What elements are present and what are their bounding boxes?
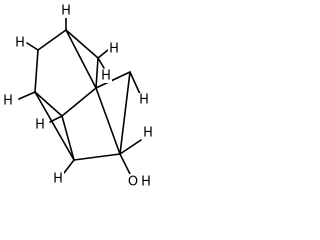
bond-upper-right-center: [95, 57, 99, 89]
atom-labels: H H H H H H H H H O H: [2, 4, 154, 190]
bond-top-upper-left: [37, 29, 67, 51]
bond-h-lower-right: [119, 139, 142, 155]
bond-top-upper-right: [65, 29, 99, 59]
atom-label-h-left: H: [3, 94, 13, 109]
bond-h-upper-left: [26, 42, 39, 51]
atom-label-h-upper-left: H: [15, 36, 25, 51]
bond-center-lower-left: [61, 87, 97, 117]
bond-h-lower-left: [49, 115, 63, 123]
atom-label-h-right: H: [139, 93, 149, 108]
bond-center-carbinol: [95, 87, 121, 155]
atom-label-h-lower-left: H: [35, 118, 45, 133]
molecule-structure: H H H H H H H H H O H: [2, 4, 154, 190]
bond-h-mid-right: [97, 57, 105, 69]
bond-h-bottom-left: [63, 159, 75, 174]
bond-upper-left-left: [34, 49, 39, 93]
atom-label-h-top: H: [61, 4, 71, 19]
bond-h-right: [129, 71, 141, 95]
bond-lower-left-bottom-left: [61, 115, 75, 161]
bond-left-bottom-left: [34, 91, 75, 161]
atom-label-oxygen: O: [128, 175, 138, 190]
bonds: [18, 15, 142, 179]
bond-h-left: [18, 91, 36, 100]
atom-label-h-upper-right: H: [109, 42, 119, 57]
bond-h-upper-right: [97, 49, 109, 59]
bond-top-center: [65, 29, 97, 89]
atom-label-h-lower-right: H: [143, 126, 153, 141]
bond-left-lower-left: [34, 91, 63, 117]
atom-label-h-bottom-left: H: [53, 172, 63, 187]
bond-right-branch-carbinol: [119, 71, 131, 155]
bond-bottom-left-carbinol: [73, 153, 121, 161]
bond-center-right-branch: [95, 71, 131, 89]
atom-label-hydroxyl-h: H: [141, 175, 151, 190]
atom-label-h-mid-right: H: [101, 69, 111, 84]
